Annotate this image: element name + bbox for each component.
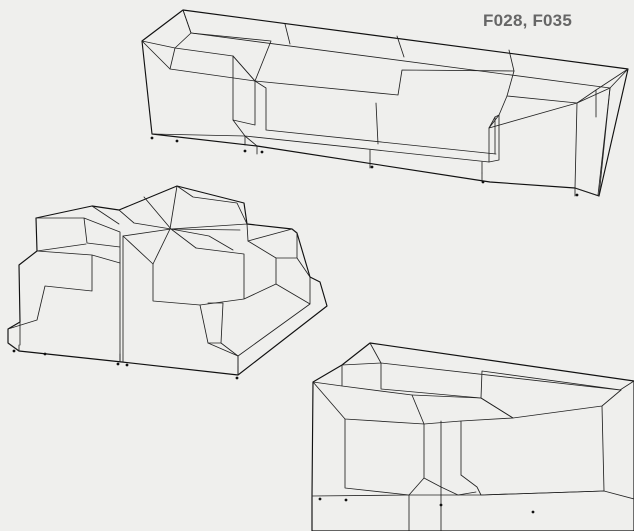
two-seat-sofa-seat: [411, 394, 514, 488]
cross-sofa-right-back: [170, 185, 277, 285]
top-sofa-outline: [141, 9, 629, 197]
two-seat-sofa-front-left: [344, 418, 425, 496]
two-seat-sofa-back: [369, 342, 634, 399]
two-seat-sofa-center-seam: [408, 420, 477, 531]
cross-sofa-left-back: [35, 217, 121, 264]
two-seat-sofa-right-arm: [480, 389, 622, 492]
two-seat-sofa-drawing: [311, 342, 634, 531]
cross-sofa-lower-right: [237, 276, 311, 376]
cross-sofa-foot-1: [12, 349, 16, 353]
top-sofa-module-lines: [244, 135, 483, 174]
cross-sofa-center-module: [122, 235, 239, 376]
top-sofa-base-seams: [256, 145, 576, 197]
two-seat-sofa-foot-2: [344, 498, 348, 502]
cross-sofa-base-lines: [7, 342, 239, 376]
top-sofa-right-side-face: [574, 87, 611, 197]
cross-sofa-left-module: [7, 250, 121, 363]
top-sofa-left-arm-inner: [169, 9, 192, 70]
top-sofa-foot-4: [260, 150, 264, 154]
cross-sofa-foot-5: [235, 376, 239, 380]
cross-sofa-right-seat: [195, 247, 277, 306]
top-sofa-foot-1: [150, 136, 154, 140]
top-sofa-seat-cushions: [254, 80, 497, 155]
four-seat-modular-sofa-drawing: [141, 9, 629, 197]
top-sofa-foot-3: [243, 149, 247, 153]
top-sofa-right-arm-top: [595, 87, 611, 196]
product-codes-label: F028, F035: [483, 11, 572, 30]
top-sofa-seat-front: [232, 55, 490, 163]
top-sofa-foot-7: [575, 193, 579, 197]
cross-sofa-foot-2: [43, 352, 47, 356]
top-sofa-foot-2: [175, 139, 179, 143]
two-seat-sofa-foot-4: [531, 510, 535, 514]
cross-sofa-right-inner: [207, 302, 239, 357]
two-seat-sofa-foot-3: [439, 503, 443, 507]
top-sofa-back-lower: [190, 32, 611, 104]
cross-sofa-right-arm: [247, 228, 311, 278]
top-sofa-left-arm: [141, 40, 256, 82]
two-seat-sofa-left-arm: [312, 362, 425, 425]
cross-sofa-foot-4: [125, 363, 129, 367]
cross-sofa-left-cushion: [36, 205, 120, 252]
cross-shaped-modular-sofa-drawing: [7, 185, 328, 380]
two-seat-sofa-foot-1: [318, 497, 322, 501]
top-sofa-back-seams: [284, 23, 515, 72]
top-sofa-foot-6: [481, 180, 485, 184]
two-seat-sofa-outline: [311, 342, 634, 531]
top-sofa-left-inner-wall: [232, 55, 256, 126]
cross-sofa-foot-3: [116, 362, 120, 366]
top-sofa-foot-5: [370, 165, 374, 169]
top-sofa-right-inner-wall: [488, 114, 500, 163]
top-sofa-back-top: [182, 9, 629, 89]
two-seat-sofa-base: [311, 490, 634, 500]
cross-sofa-outer-outline: [7, 185, 328, 376]
